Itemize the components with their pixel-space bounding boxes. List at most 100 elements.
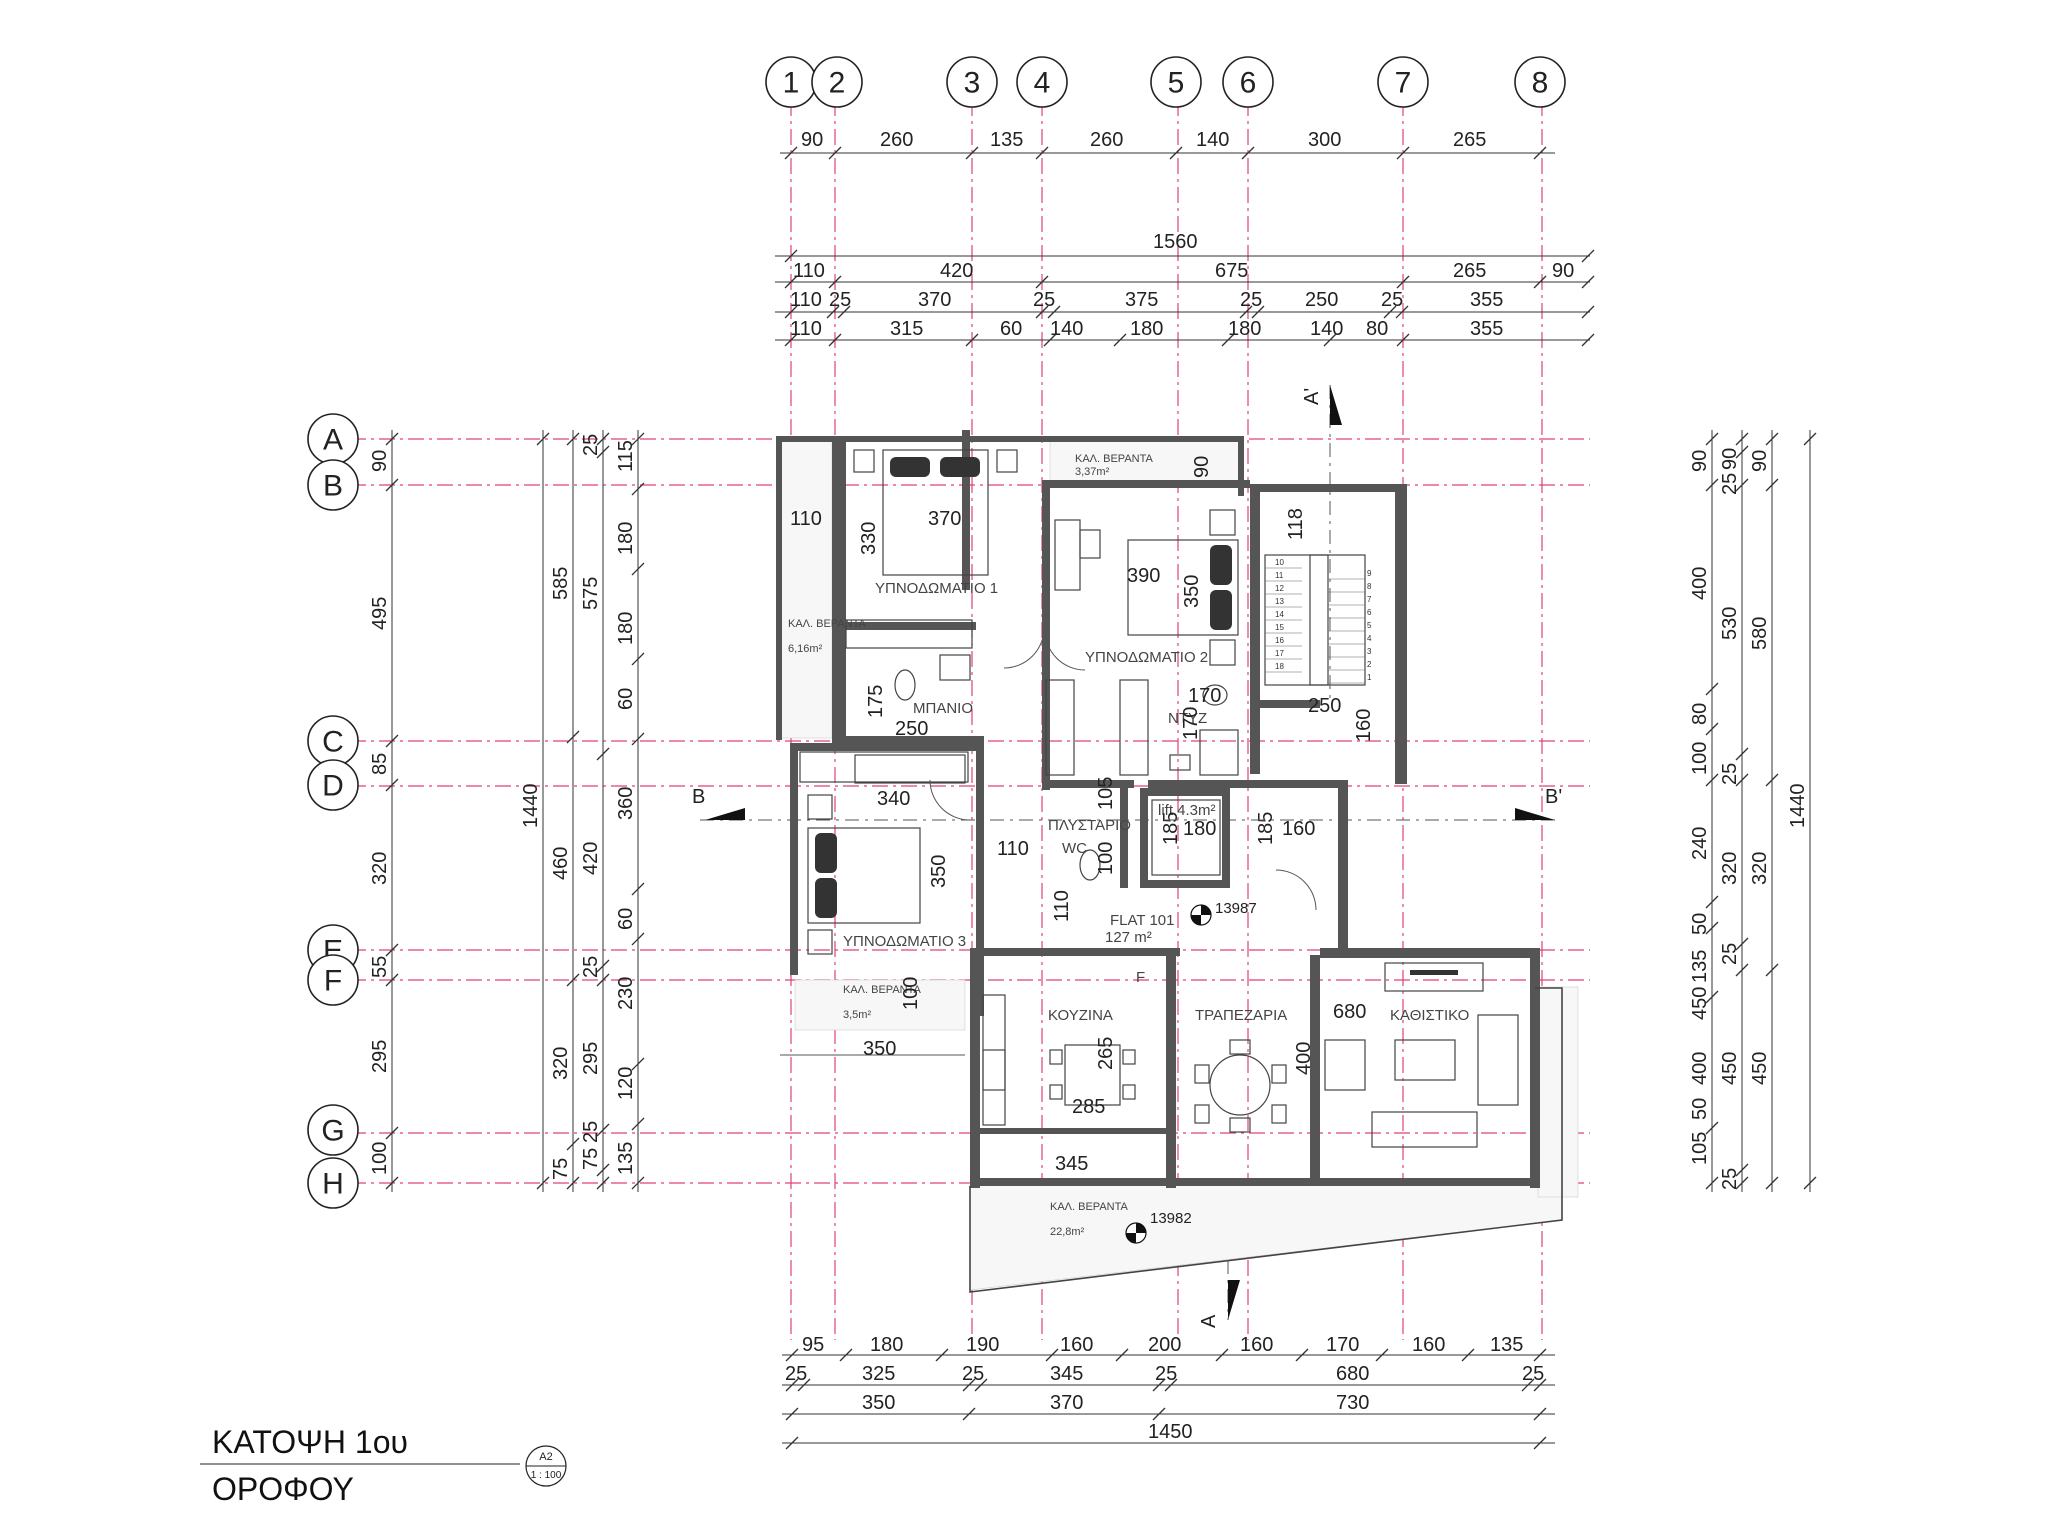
dim-stair-top: 118 xyxy=(1285,508,1307,540)
dim-top-1-5: 300 xyxy=(1308,129,1341,151)
dim-left-4-4: 360 xyxy=(615,787,637,820)
bathtub-icon xyxy=(854,754,966,784)
dim-bot-2-3: 345 xyxy=(1050,1363,1083,1385)
dim-wc-w: 170 xyxy=(1188,685,1221,707)
dim-bot-1-6: 170 xyxy=(1326,1334,1359,1356)
dining-chair xyxy=(1194,1064,1210,1084)
dim-left-1-4: 55 xyxy=(369,956,391,978)
dim-right-3-1: 580 xyxy=(1749,617,1771,650)
dim-top-3-6: 250 xyxy=(1305,289,1338,311)
dim-left-3-0: 25 xyxy=(580,434,602,456)
dim-right-1-6: 135 xyxy=(1689,950,1711,983)
drawing-title-line2: ΟΡΟΦΟΥ xyxy=(212,1471,354,1507)
kitchen-table xyxy=(1064,1044,1121,1106)
sofa-side-icon xyxy=(1477,1014,1519,1106)
svg-text:G: G xyxy=(321,1115,344,1148)
grid-bubble-2: 2 xyxy=(811,56,863,108)
dim-top-3-0: 110 xyxy=(790,289,822,311)
dim-top-1-4: 140 xyxy=(1196,129,1229,151)
dim-kit-w: 285 xyxy=(1072,1096,1105,1118)
stair-step-number: 8 xyxy=(1367,582,1372,591)
dim-right-1-2: 80 xyxy=(1689,703,1711,725)
dim-bot-1-7: 160 xyxy=(1412,1334,1445,1356)
dim-left-1-2: 85 xyxy=(369,753,391,775)
grid-bubble-6: 6 xyxy=(1222,56,1274,108)
dim-bed1-h: 330 xyxy=(858,522,880,555)
room-labels: ΥΠΝΟΔΩΜΑΤΙΟ 1 ΥΠΝΟΔΩΜΑΤΙΟ 2 ΥΠΝΟΔΩΜΑΤΙΟ … xyxy=(788,453,1469,1238)
dim-top-4-4: 180 xyxy=(1130,318,1163,340)
dim-top-3-3: 25 xyxy=(1033,289,1055,311)
dim-top-2-0: 110 xyxy=(793,260,825,282)
room-label-flat: FLAT 101 xyxy=(1110,912,1174,929)
stair-step-number: 1 xyxy=(1367,673,1372,682)
dim-right-2-4: 320 xyxy=(1719,852,1741,885)
grid-bubble-B: B xyxy=(307,459,359,511)
dim-right-2-5: 25 xyxy=(1719,943,1741,965)
stair-step-number: 9 xyxy=(1367,569,1372,578)
dim-left-2-2: 320 xyxy=(550,1047,572,1080)
svg-text:C: C xyxy=(322,726,344,759)
dim-ver-top-h: 90 xyxy=(1191,456,1213,478)
dim-right-1-10: 105 xyxy=(1689,1132,1711,1165)
stair-step-number: 7 xyxy=(1367,595,1372,604)
svg-text:4: 4 xyxy=(1034,67,1051,100)
dim-left-3-5: 75 xyxy=(580,1148,602,1170)
dim-left-total: 1440 xyxy=(520,784,542,829)
stair-step-number: 15 xyxy=(1275,623,1284,632)
dim-top-4-6: 140 xyxy=(1310,318,1343,340)
dim-left-2-0: 585 xyxy=(550,567,572,600)
dim-top-2-2: 675 xyxy=(1215,260,1248,282)
wardrobe-bed2-b xyxy=(1119,679,1149,776)
section-arrow-b-right-icon xyxy=(1515,808,1555,820)
dim-bed3-h: 350 xyxy=(928,855,950,888)
dim-corr-h: 110 xyxy=(1051,890,1073,922)
dim-bath-w: 250 xyxy=(895,718,928,740)
grid-bubble-4: 4 xyxy=(1016,56,1068,108)
dim-lobby-h: 185 xyxy=(1255,812,1277,845)
stair-step-number: 2 xyxy=(1367,660,1372,669)
wardrobe-bed2-a xyxy=(1045,679,1075,776)
dim-right-1-3: 100 xyxy=(1689,742,1711,775)
stair-step-number: 11 xyxy=(1275,571,1284,580)
dim-bot-1-4: 200 xyxy=(1148,1334,1181,1356)
door-swing xyxy=(929,779,971,821)
right-dimension-chains: 90 400 80 100 240 50 135 450 400 50 105 … xyxy=(1689,430,1817,1192)
dim-top-2-3: 265 xyxy=(1453,260,1486,282)
level-lower: 13982 xyxy=(1150,1210,1192,1227)
dim-left-3-4: 295 xyxy=(580,1042,602,1075)
dining-chair xyxy=(1271,1064,1287,1084)
sheet-number: A2 xyxy=(539,1451,552,1463)
svg-text:3: 3 xyxy=(964,67,981,100)
stair-step-number: 3 xyxy=(1367,647,1372,656)
dim-wc2-w: 105 xyxy=(1095,777,1117,810)
level-upper: 13987 xyxy=(1215,900,1257,917)
svg-text:B: B xyxy=(323,470,343,503)
room-label-ntyz: ΝΤΥΖ xyxy=(1168,710,1207,727)
dim-bot-1-2: 190 xyxy=(966,1334,999,1356)
stair-step-number: 10 xyxy=(1275,558,1284,567)
dim-lift-h: 185 xyxy=(1160,812,1182,845)
dim-ver-small-w: 350 xyxy=(863,1038,896,1060)
bed-3-icon xyxy=(807,794,921,955)
dim-top-2-4: 90 xyxy=(1552,260,1574,282)
dim-right-2-3: 25 xyxy=(1719,763,1741,785)
stair-step-number: 12 xyxy=(1275,584,1284,593)
stair-step-number: 14 xyxy=(1275,610,1284,619)
dim-right-1-8: 400 xyxy=(1689,1052,1711,1085)
dim-top-1-1: 260 xyxy=(880,129,913,151)
svg-text:1: 1 xyxy=(783,67,800,100)
top-dimension-chains: 90 260 135 260 140 300 265 1560 110 420 … xyxy=(775,129,1595,347)
grid-bubble-G: G xyxy=(307,1104,359,1156)
grid-bubble-3: 3 xyxy=(946,56,998,108)
grid-bubble-D: D xyxy=(307,759,359,811)
dim-bed1-w: 370 xyxy=(928,508,961,530)
dim-left-1-0: 90 xyxy=(369,450,391,472)
dim-right-1-7: 450 xyxy=(1689,987,1711,1020)
kitchen-counter xyxy=(982,994,1006,1126)
left-dimension-chains: 90 495 85 320 55 295 100 1440 585 460 32… xyxy=(369,430,645,1192)
toilet-ntyz-icon xyxy=(1202,684,1228,706)
room-label-living: ΚΑΘΙΣΤΙΚΟ xyxy=(1390,1007,1469,1024)
bed-1-icon xyxy=(853,449,1018,576)
furniture xyxy=(799,449,1519,1148)
dim-left-3-3: 25 xyxy=(580,956,602,978)
